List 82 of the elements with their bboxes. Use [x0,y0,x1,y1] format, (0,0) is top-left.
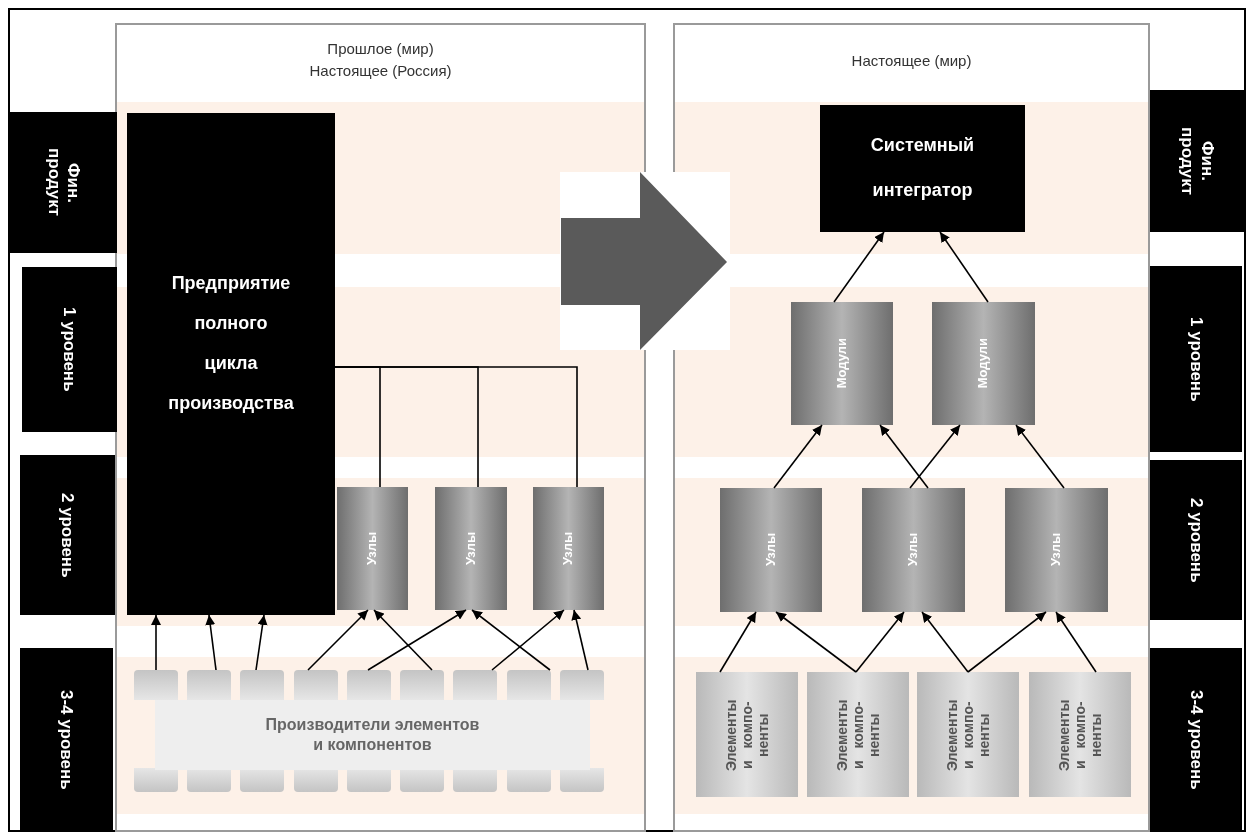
process-box [127,113,335,615]
arrow [921,611,969,673]
box-label: Системный интегратор [869,134,976,202]
panel [673,23,1150,832]
connector-line [334,366,578,488]
block-label: Узлы [906,533,921,567]
component-block [1029,672,1131,797]
block-label: Модули [976,338,991,389]
arrow [773,424,823,489]
component-bar [240,670,284,700]
box-label: Производители элементов и компонентов [264,715,481,755]
arrow [939,231,989,303]
level-label: Фин. продукт [43,147,84,219]
component-bar [347,670,391,700]
level-label: 3-4 уровень [56,690,77,790]
arrow [307,609,369,671]
level-tab [1150,266,1242,452]
arrow [571,609,589,671]
level-tab [20,648,113,832]
level-tab [1150,460,1242,620]
component-block [807,672,909,797]
arrow [471,609,551,671]
arrow [909,424,961,489]
block-label: Элементы и компо- ненты [1055,697,1105,773]
cylinder-block [791,302,893,425]
cylinder-block [337,487,408,610]
level-tab [20,455,115,615]
component-block [696,672,798,797]
block-label: Модули [834,338,850,389]
caption-box [155,700,590,770]
cylinder-block [720,488,822,612]
level-tab [10,112,117,253]
cylinder-block [533,487,604,610]
level-tab [1150,90,1244,232]
arrow [879,424,929,489]
arrow [255,614,268,671]
panel [115,23,646,832]
cylinder-block [862,488,965,612]
arrow [775,611,857,673]
level-label: 1 уровень [1186,316,1206,402]
arrow [1055,611,1097,673]
arrow [367,609,467,671]
component-bar [560,670,604,700]
component-bar [507,670,551,700]
level-label: 2 уровень [1186,497,1206,583]
block-label: Узлы [463,531,479,566]
component-block [917,672,1019,797]
component-bar [453,670,497,700]
level-label: 1 уровень [59,307,80,392]
level-label: 3-4 уровень [1186,690,1206,790]
arrow [855,611,905,673]
component-bar [187,670,231,700]
component-bar [294,670,338,700]
arrow [719,611,757,673]
panel-heading: Прошлое (мир) [327,39,434,59]
block-label: Узлы [561,531,576,566]
arrow [491,609,565,671]
arrow [373,609,433,671]
arrow [151,614,161,671]
cylinder-block [932,302,1035,425]
block-label: Узлы [365,531,380,566]
process-box [820,105,1025,232]
arrow [833,231,885,303]
block-label: Элементы и компо- ненты [943,697,993,773]
arrow [1015,424,1065,489]
arrow [967,611,1047,673]
level-label: Фин. продукт [1177,125,1217,198]
block-label: Элементы и компо- ненты [722,697,772,773]
arrow [205,614,217,671]
block-label: Узлы [1049,533,1064,567]
level-tab [22,267,117,432]
component-bar [400,670,444,700]
cylinder-block [1005,488,1108,612]
box-label: Предприятие полного цикла производства [167,272,295,415]
level-label: 2 уровень [57,492,78,578]
block-label: Элементы и компо- ненты [833,697,883,773]
level-tab [1150,648,1242,832]
panel-heading: Настоящее (мир) [851,51,972,71]
cylinder-block [435,487,507,610]
component-bar [134,670,178,700]
panel-heading: Настоящее (Россия) [309,61,452,81]
block-label: Узлы [763,533,779,567]
